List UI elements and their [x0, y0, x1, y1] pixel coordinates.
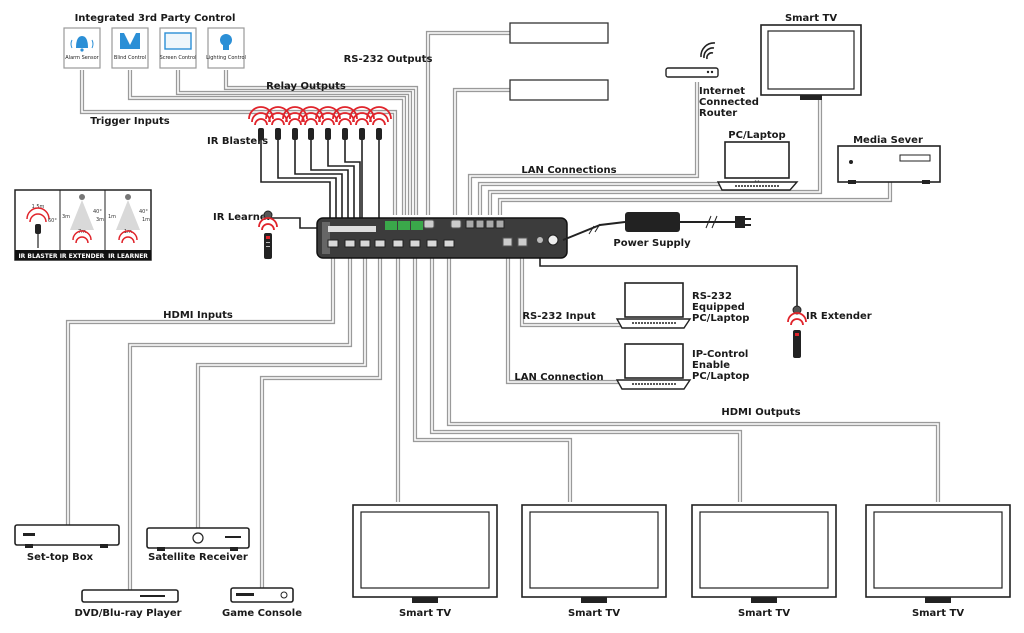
- alarm-label: Alarm Sensor: [65, 55, 99, 61]
- lan-connection-label: LAN Connection: [514, 372, 603, 383]
- wires: [65, 30, 941, 590]
- ir-extender: [787, 305, 807, 358]
- game-label: Game Console: [222, 608, 302, 619]
- game-console: Game Console: [222, 587, 302, 619]
- tv4-label: Smart TV: [912, 608, 964, 619]
- svg-text:1m: 1m: [142, 217, 150, 223]
- blind-icon: [120, 33, 140, 49]
- lighting-label: Lighting Control: [206, 55, 246, 61]
- ir-blaster-1: [248, 106, 274, 140]
- screen-icon: [164, 32, 192, 50]
- media-server-label: Media Sever: [853, 135, 923, 146]
- set-top-box: Set-top Box: [14, 524, 120, 563]
- ip-pc-label-3: PC/Laptop: [692, 371, 749, 382]
- rs232-laptop: [615, 282, 692, 329]
- tv-output-1: Smart TV: [352, 504, 498, 619]
- svg-text:40°: 40°: [139, 209, 148, 215]
- ip-pc-label-2: Enable: [692, 360, 730, 371]
- ir-blaster-8: [366, 106, 392, 140]
- plug-icon: [735, 216, 751, 228]
- rs232-outputs-label: RS-232 Outputs: [344, 54, 433, 65]
- router-label-3: Router: [699, 108, 737, 119]
- trigger-inputs-label: Trigger Inputs: [90, 116, 169, 127]
- ir-blasters-label: IR Blasters: [207, 136, 268, 147]
- smart-tv-top-label: Smart TV: [785, 13, 837, 24]
- matrix-main-unit: [316, 217, 568, 259]
- ir-learner: [258, 210, 278, 259]
- svg-text:7m: 7m: [78, 229, 86, 235]
- legend-ir-blaster: IR BLASTER: [18, 253, 57, 260]
- dvd-player: DVD/Blu-ray Player: [74, 589, 182, 619]
- tv-output-3: Smart TV: [691, 504, 837, 619]
- svg-text:3m: 3m: [62, 214, 70, 220]
- router-label-1: Internet: [699, 86, 745, 97]
- lan-connections-label: LAN Connections: [521, 165, 616, 176]
- bulb-icon: [220, 34, 232, 50]
- rs232-pc-label-2: Equipped: [692, 302, 745, 313]
- screen-control-box: Screen Control: [159, 27, 197, 69]
- ir-extender-label: IR Extender: [806, 311, 872, 322]
- ir-blaster-heads: [248, 106, 392, 140]
- svg-text:60°: 60°: [48, 218, 57, 224]
- svg-text:40°: 40°: [93, 209, 102, 215]
- tv-output-2: Smart TV: [521, 504, 667, 619]
- ir-legend: 1.5m 60° 3m 3m 40° 7m 1m 1m 40° 1m IR BL…: [14, 189, 152, 261]
- dvd-label: DVD/Blu-ray Player: [74, 608, 181, 619]
- ip-laptop: [615, 343, 692, 390]
- power-supply: Power Supply: [562, 212, 751, 249]
- svg-text:1m: 1m: [108, 214, 116, 220]
- relay-outputs-label: Relay Outputs: [266, 81, 346, 92]
- svg-text:3m: 3m: [96, 217, 104, 223]
- rs232-pc-label-1: RS-232: [692, 291, 732, 302]
- blind-control-box: Blind Control: [111, 27, 149, 69]
- settop-label: Set-top Box: [27, 552, 94, 563]
- power-supply-label: Power Supply: [613, 238, 691, 249]
- router-label-2: Connected: [699, 97, 759, 108]
- satellite-label: Satellite Receiver: [148, 552, 248, 563]
- hdmi-outputs-label: HDMI Outputs: [721, 407, 800, 418]
- alarm-sensor-box: Alarm Sensor: [63, 27, 101, 69]
- screen-label: Screen Control: [160, 55, 197, 61]
- tv3-label: Smart TV: [738, 608, 790, 619]
- rs232-input-label: RS-232 Input: [522, 311, 596, 322]
- ir-learner-label: IR Learner: [213, 212, 272, 223]
- rs232-pc-label-3: PC/Laptop: [692, 313, 749, 324]
- bell-icon: [70, 36, 94, 52]
- svg-text:1m: 1m: [124, 229, 132, 235]
- tv2-label: Smart TV: [568, 608, 620, 619]
- legend-ir-learner: IR LEARNER: [108, 253, 148, 260]
- rs232-device-1: [509, 22, 609, 44]
- hdmi-inputs-label: HDMI Inputs: [163, 310, 233, 321]
- tv1-label: Smart TV: [399, 608, 451, 619]
- satellite-receiver: Satellite Receiver: [146, 527, 250, 563]
- blind-label: Blind Control: [114, 55, 146, 61]
- smart-tv-top: [760, 24, 862, 100]
- pc-laptop-top: [716, 141, 799, 191]
- integrated-control-label: Integrated 3rd Party Control: [75, 13, 236, 24]
- legend-ir-extender: IR EXTENDER: [60, 253, 105, 260]
- pc-laptop-label: PC/Laptop: [728, 130, 785, 141]
- wifi-icon: [700, 42, 716, 60]
- router: Internet Connected Router: [665, 42, 759, 119]
- ip-pc-label-1: IP-Control: [692, 349, 748, 360]
- lighting-control-box: Lighting Control: [206, 27, 246, 69]
- svg-text:1.5m: 1.5m: [32, 204, 45, 210]
- tv-output-4: Smart TV: [865, 504, 1011, 619]
- rs232-device-2: [509, 79, 609, 101]
- media-server: [837, 145, 941, 184]
- remote-icon: [264, 233, 272, 259]
